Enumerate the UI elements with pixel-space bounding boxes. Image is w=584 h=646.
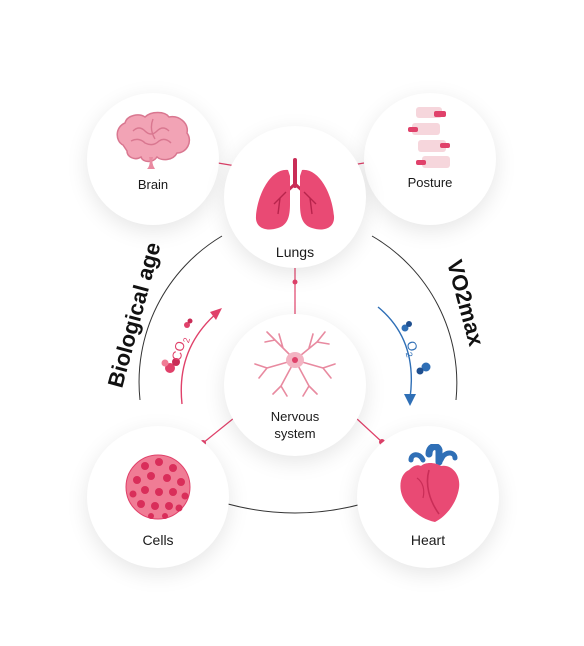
bottom-arc <box>227 503 363 514</box>
posture-node: Posture <box>364 93 496 225</box>
o2-arrow <box>377 306 413 399</box>
nervous-heart-line <box>355 417 383 443</box>
nervous-cells-line <box>202 417 235 444</box>
co2-arrow <box>180 311 219 405</box>
brain-icon <box>116 111 191 169</box>
heart-node: Heart <box>357 426 499 568</box>
left-arc <box>138 235 223 401</box>
right-arc <box>371 235 458 401</box>
o2-molecule-large-icon <box>416 362 431 375</box>
o2-molecule-icon <box>401 321 412 332</box>
neuron-icon <box>254 331 336 397</box>
lungs-label: Lungs <box>275 244 315 260</box>
cell-icon <box>125 454 191 520</box>
nervous-line-1: Nervous <box>270 409 320 424</box>
nervous-system-label: Nervous system <box>224 408 366 442</box>
brain-node: Brain <box>87 93 219 225</box>
heart-icon <box>400 444 460 522</box>
co2-molecule-small-icon <box>184 318 193 328</box>
lungs-dot <box>292 279 298 285</box>
nervous-system-node: Nervous system <box>224 314 366 456</box>
co2-molecule-icon <box>161 358 180 373</box>
lungs-node: Lungs <box>224 126 366 268</box>
cells-label: Cells <box>142 532 174 548</box>
brain-label: Brain <box>137 177 169 192</box>
posture-label: Posture <box>407 175 453 190</box>
heart-label: Heart <box>410 532 446 548</box>
cells-node: Cells <box>87 426 229 568</box>
lungs-icon <box>255 158 335 230</box>
nervous-line-2: system <box>274 426 316 441</box>
spine-icon <box>408 107 450 168</box>
